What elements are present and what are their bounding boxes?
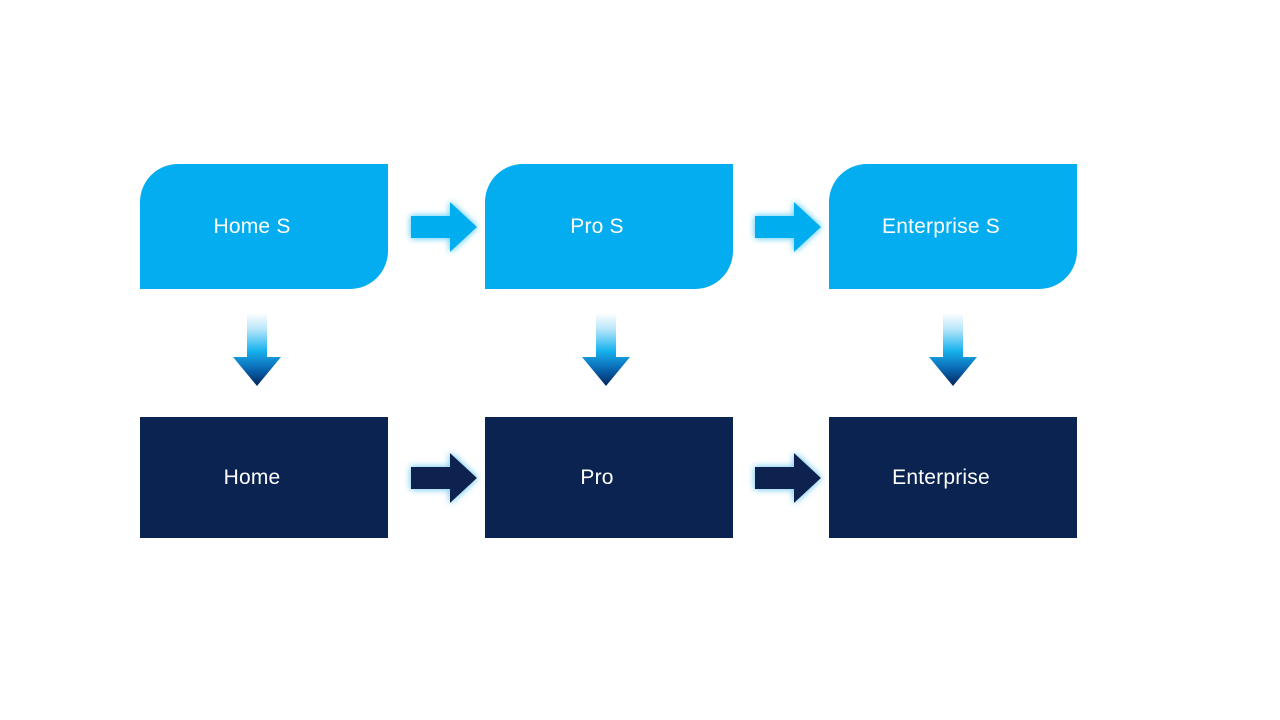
node-home-s[interactable]: Home S <box>140 164 388 289</box>
node-label-home: Home <box>223 465 281 489</box>
node-label-home-s: Home S <box>213 214 291 238</box>
node-pro[interactable]: Pro <box>485 417 733 538</box>
arrow-right-icon-pro-s-to-enterprise-s <box>753 199 823 255</box>
arrow-right-icon-home-s-to-pro-s <box>409 199 479 255</box>
node-label-pro-s: Pro S <box>570 214 624 238</box>
arrow-down-icon-pro-s-to-pro <box>581 313 631 387</box>
node-home[interactable]: Home <box>140 417 388 538</box>
node-pro-s[interactable]: Pro S <box>485 164 733 289</box>
arrow-right-icon-pro-to-enterprise <box>753 450 823 506</box>
node-enterprise-s[interactable]: Enterprise S <box>829 164 1077 289</box>
node-label-enterprise-s: Enterprise S <box>882 214 1000 238</box>
arrow-down-icon-enterprise-s-to-enterprise <box>928 313 978 387</box>
node-enterprise[interactable]: Enterprise <box>829 417 1077 538</box>
node-label-enterprise: Enterprise <box>892 465 990 489</box>
node-label-pro: Pro <box>580 465 614 489</box>
arrow-right-icon-home-to-pro <box>409 450 479 506</box>
arrow-down-icon-home-s-to-home <box>232 313 282 387</box>
